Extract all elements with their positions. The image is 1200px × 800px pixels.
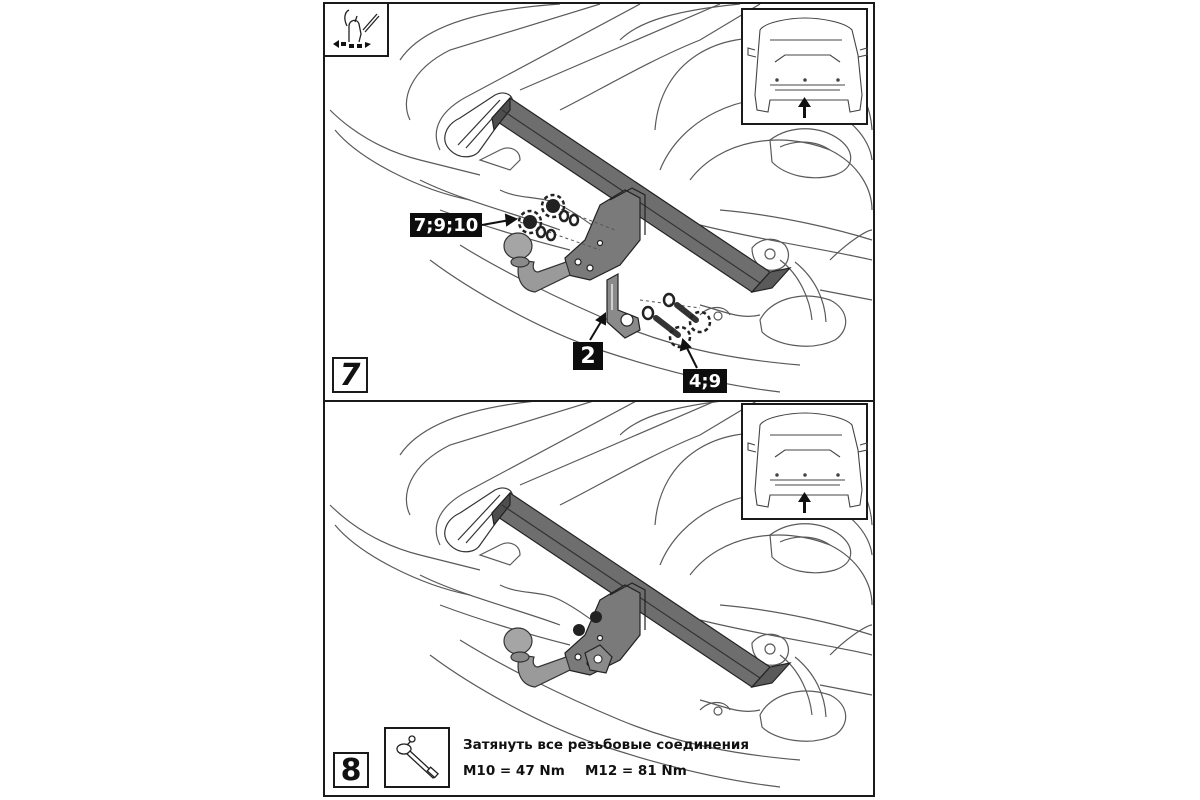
hand-tighten-icon-box	[323, 2, 389, 57]
step-number-8: 8	[333, 752, 369, 788]
torque-wrench-icon	[396, 735, 439, 779]
callout-label-bolts-top: 7;9;10	[410, 213, 482, 237]
step-number-7: 7	[332, 357, 368, 393]
torque-spec-m12: M12 = 81 Nm	[585, 763, 687, 779]
bolt-group-top	[517, 193, 616, 251]
step7-illustration	[329, 4, 873, 393]
car-body-outline	[754, 17, 863, 113]
callout-arrows	[481, 213, 698, 369]
tighten-instruction: Затянуть все резьбовые соединения	[463, 737, 750, 753]
installed-bolt	[590, 611, 602, 623]
callout-label-bracket: 2	[573, 342, 603, 370]
up-arrow-icon	[798, 97, 811, 118]
diagram-frame	[323, 2, 875, 797]
installed-bolt	[573, 624, 585, 636]
socket-bracket	[606, 272, 641, 339]
step8-illustration	[329, 402, 873, 788]
step-divider	[323, 400, 875, 402]
bolt-group-bottom	[639, 292, 712, 349]
torque-spec-m10: M10 = 47 Nm	[463, 763, 565, 779]
callout-label-bolts-bottom: 4;9	[683, 369, 727, 393]
torque-wrench-icon-box	[384, 727, 450, 788]
hand-tightening-icon	[333, 9, 380, 48]
up-arrow-icon	[798, 492, 811, 513]
car-body-outline	[754, 412, 863, 508]
